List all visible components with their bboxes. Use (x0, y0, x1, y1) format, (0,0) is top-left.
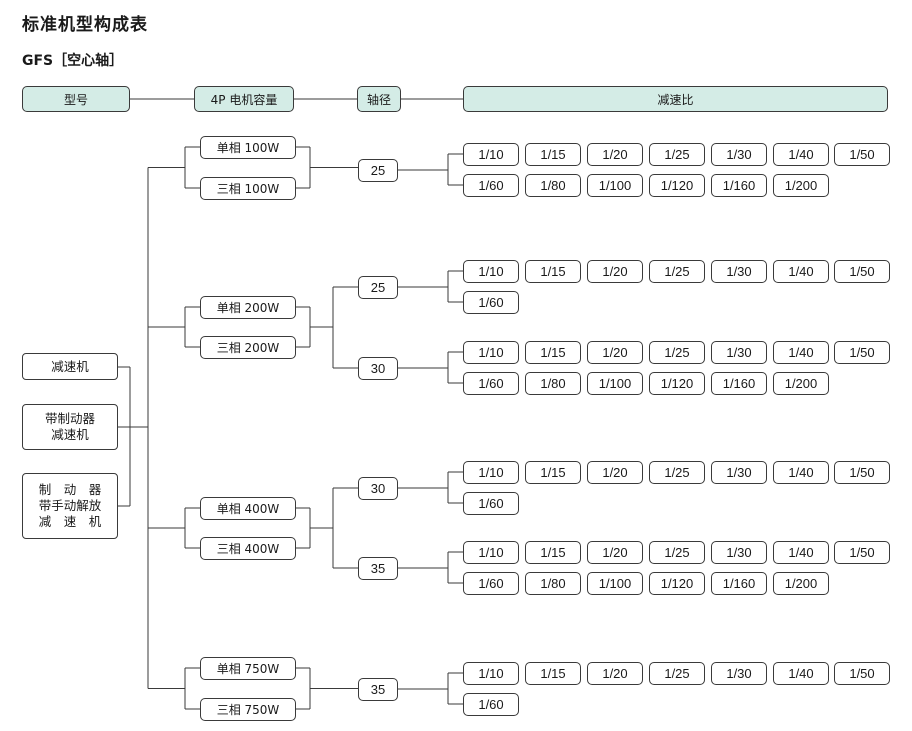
reduction-ratio-box: 1/10 (463, 340, 519, 364)
model-type-label: 减速机 (51, 359, 89, 375)
reduction-ratio-box: 1/20 (587, 259, 643, 283)
reduction-ratio-box: 1/15 (525, 540, 581, 564)
reduction-ratio-box: 1/20 (587, 661, 643, 685)
reduction-ratio-box: 1/40 (773, 340, 829, 364)
header-shaft: 轴径 (357, 86, 401, 112)
reduction-ratio-box: 1/30 (711, 460, 767, 484)
motor-single-phase: 单相 400W (200, 496, 296, 520)
reduction-ratio-box: 1/30 (711, 661, 767, 685)
shaft-diameter-box: 25 (358, 275, 398, 299)
reduction-ratio-box: 1/30 (711, 340, 767, 364)
model-type-label: 制 动 器带手动解放减 速 机 (39, 482, 102, 530)
reduction-ratio-box: 1/40 (773, 661, 829, 685)
shaft-diameter-box: 35 (358, 556, 398, 580)
model-type-line: 带手动解放 (38, 498, 102, 513)
reduction-ratio-box: 1/80 (525, 173, 581, 197)
header-ratio: 减速比 (463, 86, 888, 112)
reduction-ratio-box: 1/120 (649, 571, 705, 595)
shaft-diameter-box: 30 (358, 356, 398, 380)
header-motor: 4P 电机容量 (194, 86, 294, 112)
reduction-ratio-box: 1/100 (587, 371, 643, 395)
reduction-ratio-box: 1/30 (711, 540, 767, 564)
reduction-ratio-box: 1/160 (711, 571, 767, 595)
reduction-ratio-box: 1/120 (649, 173, 705, 197)
reduction-ratio-box: 1/10 (463, 142, 519, 166)
model-type-box: 带制动器减速机 (22, 404, 118, 450)
reduction-ratio-box: 1/20 (587, 142, 643, 166)
motor-three-phase: 三相 400W (200, 536, 296, 560)
reduction-ratio-box: 1/160 (711, 173, 767, 197)
reduction-ratio-box: 1/200 (773, 173, 829, 197)
reduction-ratio-box: 1/15 (525, 142, 581, 166)
reduction-ratio-box: 1/50 (834, 340, 890, 364)
motor-single-phase: 单相 750W (200, 656, 296, 680)
reduction-ratio-box: 1/25 (649, 259, 705, 283)
reduction-ratio-box: 1/60 (463, 571, 519, 595)
model-type-line: 减速机 (51, 358, 89, 374)
reduction-ratio-box: 1/25 (649, 460, 705, 484)
header-model: 型号 (22, 86, 130, 112)
reduction-ratio-box: 1/30 (711, 259, 767, 283)
reduction-ratio-box: 1/60 (463, 692, 519, 716)
reduction-ratio-box: 1/25 (649, 340, 705, 364)
reduction-ratio-box: 1/200 (773, 371, 829, 395)
model-type-line: 减速机 (51, 427, 89, 442)
reduction-ratio-box: 1/20 (587, 340, 643, 364)
reduction-ratio-box: 1/25 (649, 142, 705, 166)
reduction-ratio-box: 1/20 (587, 540, 643, 564)
reduction-ratio-box: 1/60 (463, 290, 519, 314)
reduction-ratio-box: 1/80 (525, 571, 581, 595)
reduction-ratio-box: 1/100 (587, 173, 643, 197)
reduction-ratio-box: 1/40 (773, 460, 829, 484)
reduction-ratio-box: 1/10 (463, 540, 519, 564)
reduction-ratio-box: 1/25 (649, 540, 705, 564)
model-type-box: 减速机 (22, 353, 118, 380)
reduction-ratio-box: 1/50 (834, 259, 890, 283)
reduction-ratio-box: 1/15 (525, 460, 581, 484)
reduction-ratio-box: 1/15 (525, 259, 581, 283)
shaft-diameter-box: 25 (358, 158, 398, 182)
reduction-ratio-box: 1/60 (463, 173, 519, 197)
page-title: 标准机型构成表 (22, 15, 148, 35)
reduction-ratio-box: 1/10 (463, 460, 519, 484)
reduction-ratio-box: 1/60 (463, 371, 519, 395)
model-type-label: 带制动器减速机 (45, 411, 95, 443)
motor-three-phase: 三相 750W (200, 697, 296, 721)
reduction-ratio-box: 1/40 (773, 540, 829, 564)
shaft-diameter-box: 30 (358, 476, 398, 500)
model-type-line: 制 动 器 (38, 482, 102, 497)
reduction-ratio-box: 1/15 (525, 661, 581, 685)
reduction-ratio-box: 1/30 (711, 142, 767, 166)
reduction-ratio-box: 1/10 (463, 661, 519, 685)
model-type-line: 减 速 机 (38, 514, 102, 529)
reduction-ratio-box: 1/50 (834, 540, 890, 564)
model-type-line: 带制动器 (44, 411, 95, 426)
reduction-ratio-box: 1/200 (773, 571, 829, 595)
reduction-ratio-box: 1/15 (525, 340, 581, 364)
page-subtitle: GFS［空心轴］ (22, 53, 124, 69)
reduction-ratio-box: 1/120 (649, 371, 705, 395)
motor-single-phase: 单相 200W (200, 295, 296, 319)
reduction-ratio-box: 1/20 (587, 460, 643, 484)
reduction-ratio-box: 1/10 (463, 259, 519, 283)
reduction-ratio-box: 1/50 (834, 460, 890, 484)
reduction-ratio-box: 1/80 (525, 371, 581, 395)
model-type-box: 制 动 器带手动解放减 速 机 (22, 473, 118, 539)
reduction-ratio-box: 1/40 (773, 142, 829, 166)
reduction-ratio-box: 1/60 (463, 491, 519, 515)
motor-three-phase: 三相 200W (200, 335, 296, 359)
reduction-ratio-box: 1/100 (587, 571, 643, 595)
reduction-ratio-box: 1/25 (649, 661, 705, 685)
reduction-ratio-box: 1/40 (773, 259, 829, 283)
shaft-diameter-box: 35 (358, 677, 398, 701)
reduction-ratio-box: 1/50 (834, 142, 890, 166)
reduction-ratio-box: 1/50 (834, 661, 890, 685)
reduction-ratio-box: 1/160 (711, 371, 767, 395)
motor-three-phase: 三相 100W (200, 176, 296, 200)
motor-single-phase: 单相 100W (200, 135, 296, 159)
